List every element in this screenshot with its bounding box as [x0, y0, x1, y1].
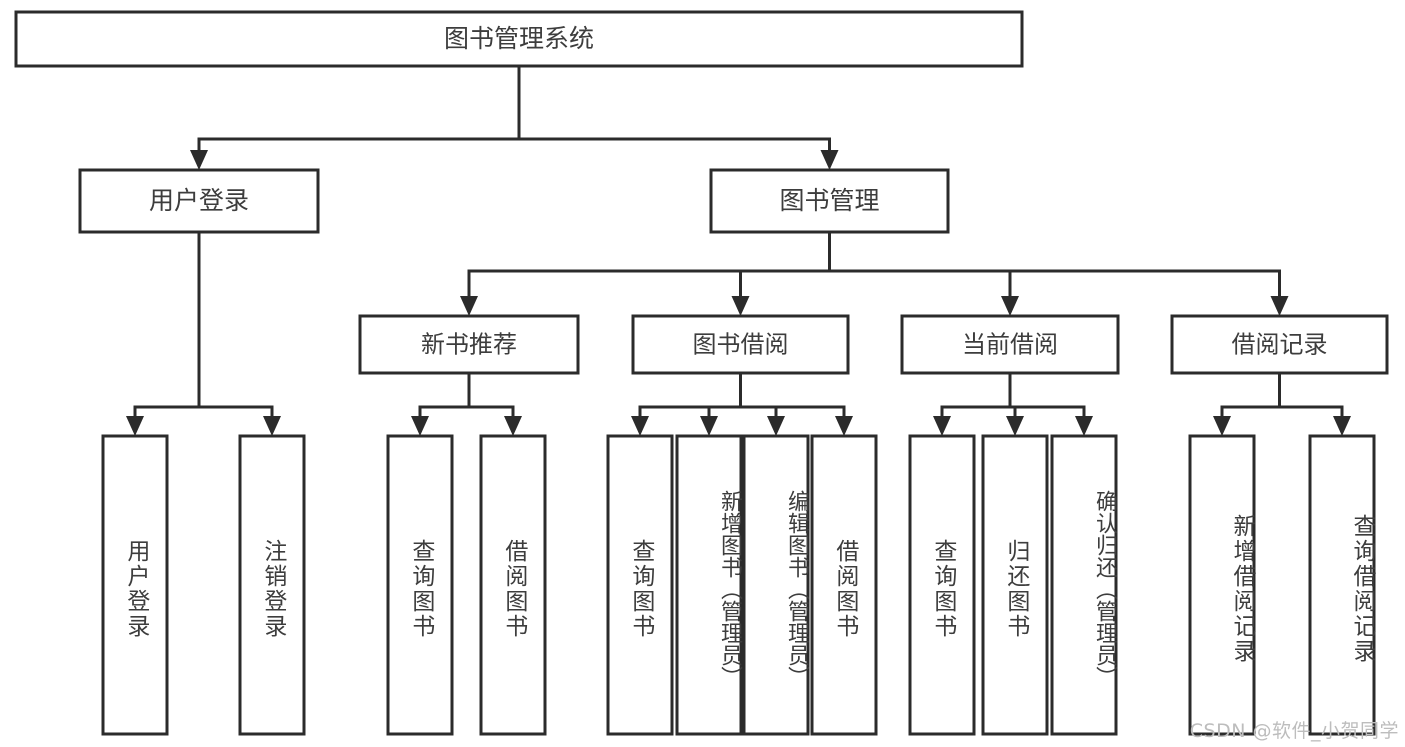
arrow-head-icon-leaf-query-book-1 — [411, 416, 429, 436]
node-box-new-book-recommend[interactable] — [358, 314, 580, 375]
node-box-current-borrow[interactable] — [900, 314, 1120, 375]
node-box-leaf-user-logout[interactable] — [238, 434, 306, 736]
arrow-head-icon-leaf-query-book-2 — [631, 416, 649, 436]
arrow-head-icon-leaf-query-record — [1333, 416, 1351, 436]
arrow-head-icon-leaf-confirm-return — [1075, 416, 1093, 436]
arrow-head-icon-leaf-user-logout — [263, 416, 281, 436]
arrow-head-icon-leaf-user-login — [126, 416, 144, 436]
arrow-head-icon-book-borrow — [731, 296, 750, 316]
arrow-head-icon-current-borrow — [1001, 296, 1019, 316]
arrow-head-icon-leaf-edit-book — [767, 416, 785, 436]
node-box-leaf-edit-book[interactable] — [742, 434, 810, 736]
node-box-leaf-query-record[interactable] — [1308, 434, 1376, 736]
arrow-head-icon-leaf-return-book — [1006, 416, 1024, 436]
node-box-leaf-query-book-2[interactable] — [606, 434, 674, 736]
node-box-borrow-record[interactable] — [1170, 314, 1389, 375]
node-box-leaf-borrow-book-2[interactable] — [810, 434, 878, 736]
node-box-book-manage[interactable] — [709, 168, 950, 234]
arrow-head-icon-book-manage — [820, 150, 839, 170]
node-label-user-login: 用户登录 — [149, 186, 249, 215]
node-label-root: 图书管理系统 — [444, 24, 594, 53]
arrow-head-icon-user-login — [190, 150, 208, 170]
node-label-new-book-recommend: 新书推荐 — [421, 331, 517, 359]
arrow-head-icon-leaf-borrow-book-1 — [504, 416, 522, 436]
node-box-root[interactable] — [14, 10, 1024, 68]
arrow-head-icon-leaf-add-record — [1213, 416, 1231, 436]
node-box-leaf-add-book[interactable] — [675, 434, 743, 736]
connector-layer — [126, 64, 1351, 436]
arrow-head-icon-leaf-borrow-book-2 — [835, 416, 853, 436]
node-box-leaf-query-book-1[interactable] — [386, 434, 454, 736]
node-box-leaf-return-book[interactable] — [981, 434, 1049, 736]
arrow-head-icon-borrow-record — [1270, 296, 1289, 316]
arrow-head-icon-leaf-query-book-3 — [933, 416, 951, 436]
node-box-leaf-add-record[interactable] — [1188, 434, 1256, 736]
node-box-leaf-user-login[interactable] — [101, 434, 169, 736]
node-box-leaf-confirm-return[interactable] — [1050, 434, 1118, 736]
arrow-head-icon-leaf-add-book — [700, 416, 718, 436]
node-label-book-manage: 图书管理 — [779, 186, 879, 215]
arrow-head-icon-new-book-recommend — [460, 296, 478, 316]
node-box-layer — [14, 10, 1389, 736]
node-label-borrow-record: 借阅记录 — [1232, 331, 1328, 359]
watermark: CSDN @软件_小贺同学 — [1189, 720, 1399, 742]
node-label-current-borrow: 当前借阅 — [962, 331, 1058, 359]
node-box-book-borrow[interactable] — [631, 314, 850, 375]
node-box-user-login[interactable] — [78, 168, 320, 234]
node-box-leaf-query-book-3[interactable] — [908, 434, 976, 736]
node-box-leaf-borrow-book-1[interactable] — [479, 434, 547, 736]
node-label-book-borrow: 图书借阅 — [693, 331, 789, 359]
